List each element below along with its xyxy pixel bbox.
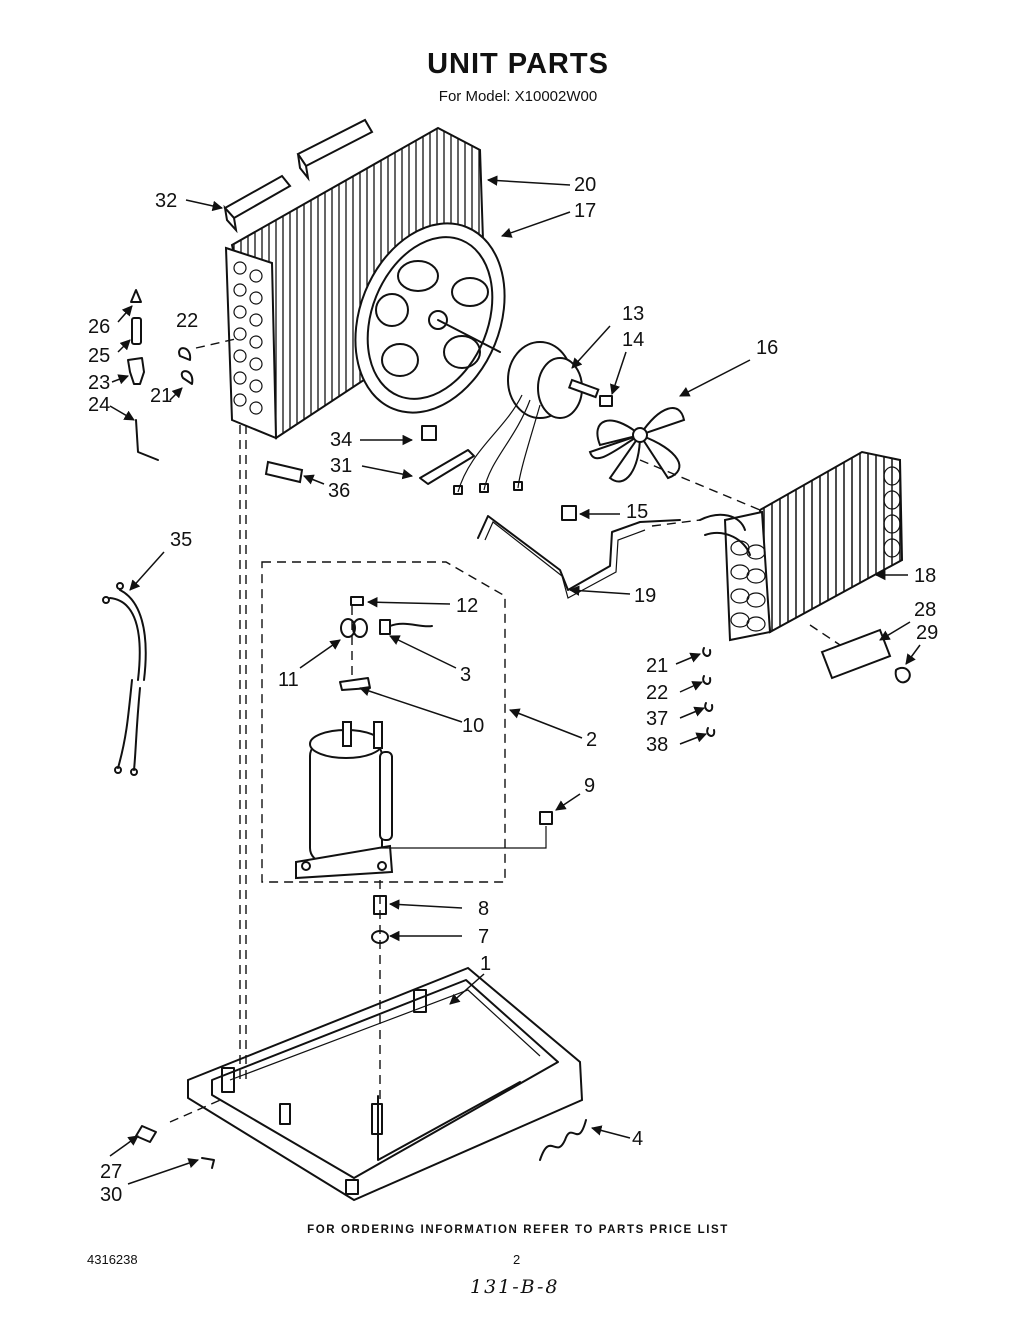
callout-35: 35 xyxy=(170,529,192,551)
callout-10: 10 xyxy=(462,715,484,737)
handwritten-note: 131-B-8 xyxy=(470,1276,560,1298)
compressor xyxy=(295,721,394,880)
callout-15: 15 xyxy=(626,501,648,523)
callout-23: 23 xyxy=(88,372,110,394)
strap-31 xyxy=(419,449,475,485)
callout-25: 25 xyxy=(88,345,110,367)
fan-blade xyxy=(588,407,686,483)
screw-30 xyxy=(201,1157,215,1169)
model-line: For Model: X10002W00 xyxy=(438,88,598,105)
left-fittings xyxy=(127,289,194,461)
callout-36: 36 xyxy=(328,480,350,502)
screw-27 xyxy=(135,1125,157,1143)
alignment-line-screw xyxy=(169,1097,226,1123)
callout-26: 26 xyxy=(88,316,110,338)
callout-31: 31 xyxy=(330,455,352,477)
evaporator-coil xyxy=(699,450,904,642)
callout-2: 2 xyxy=(586,729,597,751)
callout-11: 11 xyxy=(278,669,299,691)
foam-block-strips xyxy=(223,118,374,234)
base-pan xyxy=(187,966,584,1202)
callout-21-right: 21 xyxy=(646,655,668,677)
callout-22-right: 22 xyxy=(646,682,668,704)
callout-21-left: 21 xyxy=(150,385,172,407)
callout-17: 17 xyxy=(574,200,596,222)
alignment-line-tube xyxy=(651,519,701,527)
fan-motor xyxy=(453,341,600,495)
alignment-line-bracket xyxy=(809,624,841,646)
terminal-block-36 xyxy=(264,460,304,484)
callout-37: 37 xyxy=(646,708,668,730)
callout-1: 1 xyxy=(480,953,491,975)
callout-16: 16 xyxy=(756,337,778,359)
callout-27: 27 xyxy=(100,1161,122,1183)
callout-8: 8 xyxy=(478,898,489,920)
callout-3: 3 xyxy=(460,664,471,686)
alignment-line-fittings xyxy=(195,337,241,349)
callout-22-left: 22 xyxy=(176,310,198,332)
callout-30: 30 xyxy=(100,1184,122,1206)
leader-9-path xyxy=(380,826,547,849)
spring-4 xyxy=(539,1119,587,1161)
compressor-terminals xyxy=(339,596,433,691)
callout-32: 32 xyxy=(155,190,177,212)
motor-clip xyxy=(599,395,613,407)
refrigerant-tube xyxy=(477,515,681,591)
page-number: 2 xyxy=(513,1252,521,1267)
callout-20: 20 xyxy=(574,174,596,196)
callout-labels: 32 20 17 26 22 25 23 24 21 13 14 16 34 3… xyxy=(88,174,938,1206)
callout-7: 7 xyxy=(478,926,489,948)
part-21-right xyxy=(702,647,712,657)
clip-29 xyxy=(894,666,911,684)
part-22-right xyxy=(702,675,712,685)
fan-shroud xyxy=(354,222,506,414)
bracket-28 xyxy=(820,628,892,680)
part-38 xyxy=(706,727,716,737)
block-34 xyxy=(421,425,437,441)
compressor-group-outline xyxy=(261,561,506,883)
callout-19: 19 xyxy=(634,585,656,607)
callout-14: 14 xyxy=(622,329,644,351)
callout-34: 34 xyxy=(330,429,352,451)
callout-28: 28 xyxy=(914,599,936,621)
callout-4: 4 xyxy=(632,1128,643,1150)
callout-38: 38 xyxy=(646,734,668,756)
callout-9: 9 xyxy=(584,775,595,797)
document-number: 4316238 xyxy=(87,1252,138,1267)
callout-18: 18 xyxy=(914,565,936,587)
condenser-coil xyxy=(224,126,487,440)
callout-29: 29 xyxy=(916,622,938,644)
clamp-15 xyxy=(561,505,577,521)
callout-12: 12 xyxy=(456,595,478,617)
part-37 xyxy=(704,702,714,712)
ordering-note: FOR ORDERING INFORMATION REFER TO PARTS … xyxy=(307,1224,729,1236)
part-9 xyxy=(539,811,553,825)
wire-harness xyxy=(102,582,147,776)
callout-13: 13 xyxy=(622,303,644,325)
alignment-line-fan xyxy=(639,459,761,511)
page-title: UNIT PARTS xyxy=(427,48,609,80)
callout-24: 24 xyxy=(88,394,110,416)
callout-leaders xyxy=(109,175,921,1185)
